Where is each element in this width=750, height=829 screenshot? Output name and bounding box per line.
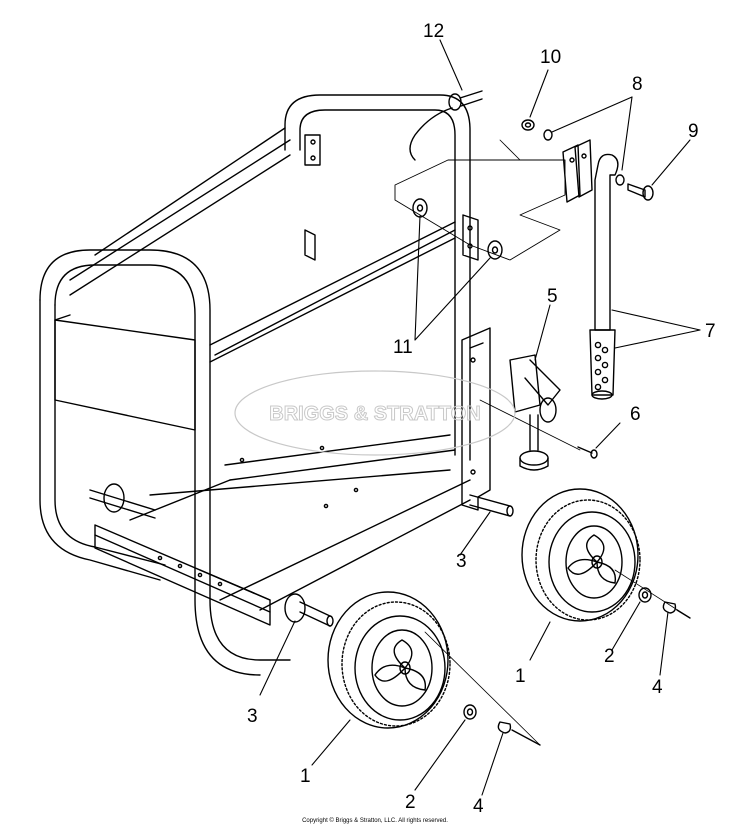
handle: [589, 153, 619, 400]
assembly-lines: [424, 139, 691, 746]
washer-bolt-side: [615, 174, 625, 186]
isolator-lower: [487, 240, 503, 260]
isolator-upper: [412, 198, 428, 218]
axle-right-rear: [469, 494, 514, 517]
handle-brackets: [562, 139, 593, 203]
callout-2b: 2: [405, 792, 416, 813]
axle-left: [89, 483, 156, 519]
leader-lines: [259, 39, 701, 796]
callout-11: 11: [393, 337, 413, 358]
callout-4b: 4: [473, 796, 484, 817]
callout-8: 8: [632, 74, 643, 95]
callout-labels: 12 10 8 9 5 7 11 6 3 1 2 4 3 1 2 4: [247, 21, 716, 817]
frame-front-panel: [54, 314, 196, 431]
callout-7: 7: [705, 321, 716, 342]
callout-1a: 1: [515, 666, 526, 687]
washer-front: [463, 704, 477, 720]
frame-rear-brackets: [304, 134, 479, 261]
bolt: [627, 183, 654, 201]
frame-top-rails: [69, 127, 456, 363]
wheel-rear: [521, 488, 641, 622]
axle-channel: [94, 524, 271, 626]
frame-bottom-rails: [129, 434, 471, 611]
callout-3a: 3: [456, 551, 467, 572]
pin-with-cord: [409, 90, 483, 161]
nut: [521, 119, 535, 131]
callout-10: 10: [540, 47, 561, 68]
callout-9: 9: [688, 121, 699, 142]
axle-right-front: [284, 593, 334, 627]
support-leg: [461, 327, 561, 511]
frame-rear-loop: [284, 94, 471, 461]
watermark: BRIGGS & STRATTON: [234, 370, 516, 456]
callout-3b: 3: [247, 706, 258, 727]
watermark-text: BRIGGS & STRATTON: [269, 403, 480, 425]
washer-rear: [638, 587, 652, 603]
callout-12: 12: [423, 21, 444, 42]
callout-2a: 2: [604, 646, 615, 667]
callout-6: 6: [630, 404, 641, 425]
copyright-notice: Copyright © Briggs & Stratton, LLC. All …: [302, 818, 448, 824]
callout-4a: 4: [652, 677, 663, 698]
mounting-reference-plane: [394, 159, 566, 261]
frame-front-loop: [39, 249, 291, 676]
screw: [577, 446, 598, 459]
callout-1b: 1: [300, 766, 311, 787]
wheel-front: [327, 591, 451, 729]
lock-washer: [543, 129, 553, 141]
callout-5: 5: [547, 286, 558, 307]
clip-front: [497, 721, 541, 746]
